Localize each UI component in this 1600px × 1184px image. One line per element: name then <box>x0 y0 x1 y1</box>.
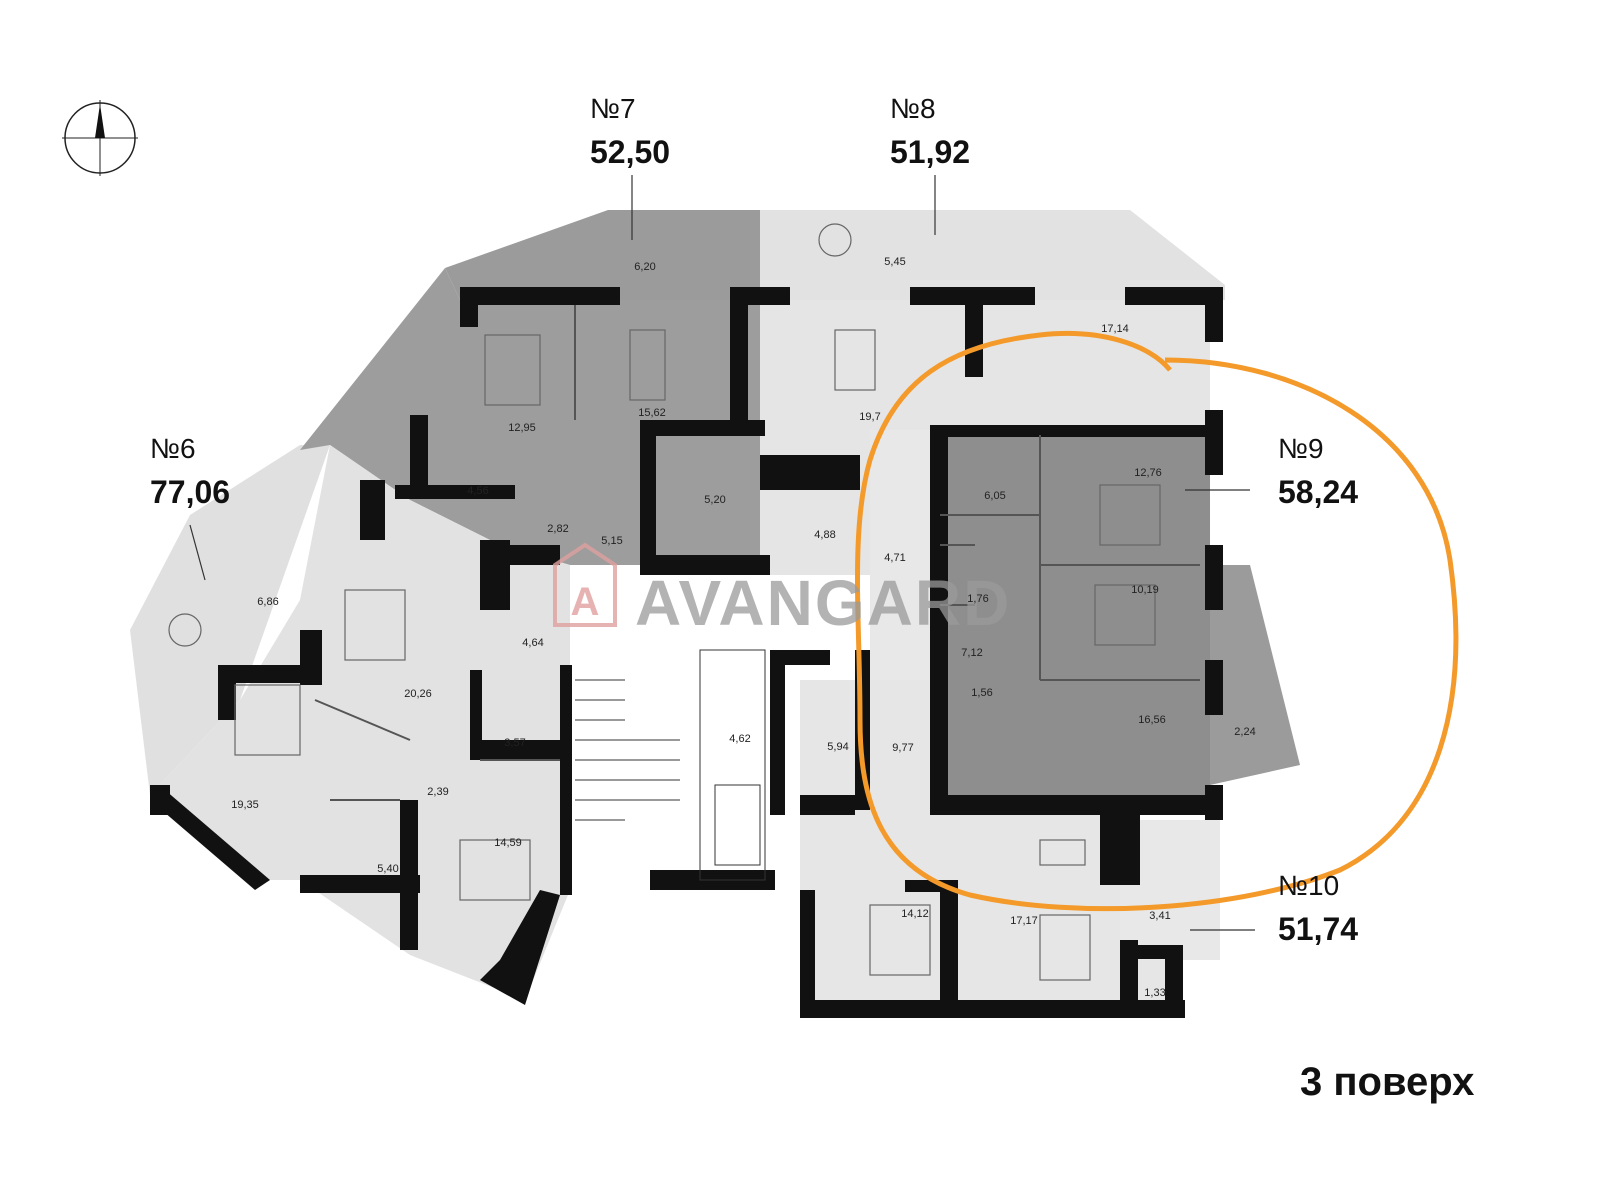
room-area: 10,19 <box>1131 584 1159 596</box>
room-area: 1,76 <box>967 593 988 605</box>
watermark-logo-letter: A <box>571 580 600 624</box>
room-area: 9,77 <box>892 742 913 754</box>
avangard-logo-icon <box>553 542 617 627</box>
room-area: 1,33 <box>1144 987 1165 999</box>
room-area: 17,14 <box>1101 323 1129 335</box>
terrace-apt7 <box>445 210 760 300</box>
room-area: 4,56 <box>467 485 488 497</box>
room-area: 4,64 <box>522 637 543 649</box>
room-area: 5,15 <box>601 535 622 547</box>
walls <box>150 287 1223 1018</box>
svg-text:№10: №10 <box>1278 870 1339 901</box>
room-area: 6,86 <box>257 596 278 608</box>
balcony-apt10 <box>1120 820 1220 960</box>
room-area: 4,88 <box>814 529 835 541</box>
svg-text:51,74: 51,74 <box>1278 911 1358 947</box>
svg-text:52,50: 52,50 <box>590 134 670 170</box>
room-area: 2,39 <box>427 786 448 798</box>
room-area: 5,45 <box>884 256 905 268</box>
room-area: 4,71 <box>884 552 905 564</box>
svg-text:77,06: 77,06 <box>150 474 230 510</box>
svg-text:58,24: 58,24 <box>1278 474 1358 510</box>
room-area: 19,35 <box>231 799 259 811</box>
room-area: 14,59 <box>494 837 522 849</box>
leader-lines <box>189 175 1255 931</box>
room-area: 3,57 <box>504 737 525 749</box>
floor-label: 3 поверх <box>1300 1060 1474 1104</box>
room-area: 15,62 <box>638 407 666 419</box>
apartment-fills <box>150 268 1210 1010</box>
room-area: 7,12 <box>961 647 982 659</box>
apartment-label-10: №10 51,74 <box>1278 870 1358 947</box>
room-area: 5,94 <box>827 741 848 753</box>
stair-core <box>570 600 800 890</box>
room-area: 5,20 <box>704 494 725 506</box>
room-area: 12,76 <box>1134 467 1162 479</box>
room-areas: 6,20 5,45 17,14 12,95 15,62 19,7 4,56 2,… <box>231 256 1255 999</box>
svg-text:51,92: 51,92 <box>890 134 970 170</box>
svg-text:№6: №6 <box>150 433 196 464</box>
room-area: 6,20 <box>634 261 655 273</box>
room-area: 5,40 <box>377 863 398 875</box>
room-area: 17,17 <box>1010 915 1038 927</box>
partitions <box>314 305 1200 801</box>
apartment-label-9: №9 58,24 <box>1278 433 1358 510</box>
compass-icon <box>62 100 138 176</box>
room-area: 20,26 <box>404 688 432 700</box>
room-area: 19,7 <box>859 411 880 423</box>
room-area: 4,62 <box>729 733 750 745</box>
room-area: 14,12 <box>901 908 929 920</box>
watermark: A AVANGARD <box>553 542 1011 639</box>
room-area: 16,56 <box>1138 714 1166 726</box>
room-area: 12,95 <box>508 422 536 434</box>
apt9-area <box>940 430 1210 795</box>
balcony-apt9 <box>1210 565 1300 785</box>
room-area: 3,41 <box>1149 910 1170 922</box>
terraces <box>130 210 1300 960</box>
highlight-ring-apt9 <box>855 330 1459 912</box>
svg-text:№7: №7 <box>590 93 636 124</box>
furniture <box>168 223 1161 981</box>
apartment-label-8: №8 51,92 <box>890 93 970 170</box>
apartment-label-6: №6 77,06 <box>150 433 230 510</box>
room-area: 6,05 <box>984 490 1005 502</box>
apartment-label-7: №7 52,50 <box>590 93 670 170</box>
room-area: 1,56 <box>971 687 992 699</box>
apt10-area <box>800 680 1180 1010</box>
terrace-apt6 <box>130 445 330 795</box>
terrace-apt8 <box>760 210 1225 300</box>
svg-text:№8: №8 <box>890 93 936 124</box>
apt6-area <box>150 445 570 1000</box>
room-area: 2,82 <box>547 523 568 535</box>
svg-text:№9: №9 <box>1278 433 1324 464</box>
stairs <box>575 649 766 881</box>
room-area: 2,24 <box>1234 726 1255 738</box>
watermark-text: AVANGARD <box>635 567 1011 639</box>
